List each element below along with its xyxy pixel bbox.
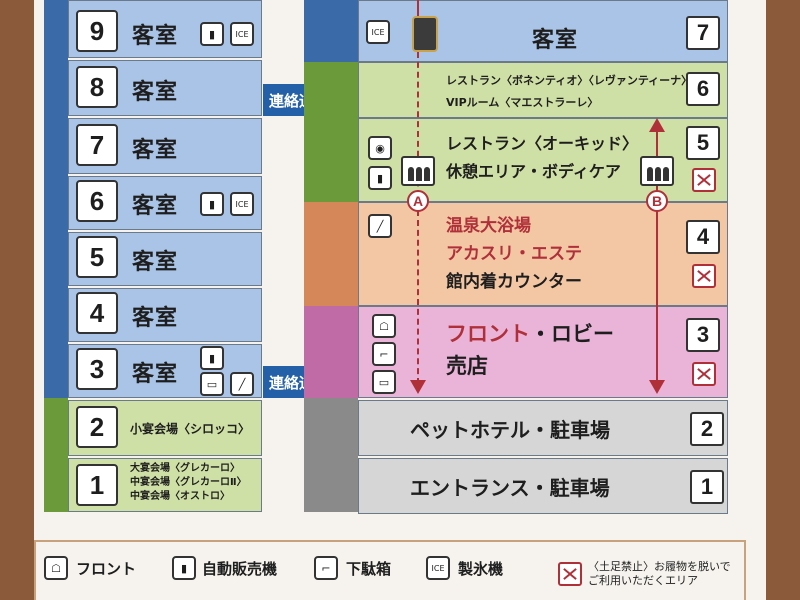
- floor-label-line: VIPルーム〈マエストラーレ〉: [446, 96, 599, 109]
- elevator-a-route: [417, 52, 419, 384]
- elevator-a-icon[interactable]: [401, 156, 435, 186]
- down-arrow-icon: [410, 380, 426, 394]
- ice-machine-icon: ICE: [230, 22, 254, 46]
- no-shoes-icon: [692, 168, 716, 192]
- floor-label-line: 休憩エリア・ボディケア: [446, 162, 621, 181]
- floor-label-line: レストラン〈ボネンティオ〉〈レヴァンティーナ〉: [446, 74, 693, 87]
- vending-machine-icon: ▮: [368, 166, 392, 190]
- floor-label: 客室: [132, 250, 179, 275]
- floor-number: 5: [686, 126, 720, 160]
- vending-machine-icon: ▮: [200, 346, 224, 370]
- floor-label: 小宴会場〈シロッコ〉: [130, 422, 251, 436]
- right-floor-1[interactable]: [358, 458, 728, 514]
- no-shoes-icon: [558, 562, 582, 586]
- right-tower-side: [304, 202, 358, 306]
- legend-note: 〈土足禁止〉お履物を脱いで ご利用いただくエリア: [588, 560, 731, 588]
- floor-label-line: 中宴会場〈オストロ〉: [130, 491, 230, 502]
- floor-label-line: 温泉大浴場: [446, 216, 531, 236]
- right-floor-2[interactable]: [358, 400, 728, 456]
- floor-number: 1: [690, 470, 724, 504]
- lobby-label: ・ロビー: [530, 322, 614, 346]
- floor-label: 客室: [532, 28, 579, 53]
- floor-number: 2: [690, 412, 724, 446]
- floor-number: 6: [76, 180, 118, 222]
- floor-label-list: レストラン〈ボネンティオ〉〈レヴァンティーナ〉 VIPルーム〈マエストラーレ〉: [446, 70, 692, 114]
- floor-label: 客室: [132, 194, 179, 219]
- floor-label-line: 売店: [446, 354, 488, 378]
- elevator-a-badge: A: [407, 190, 429, 212]
- floor-number: 7: [76, 124, 118, 166]
- elevator-b-route: [656, 130, 658, 382]
- smoking-area-icon: ╱: [230, 372, 254, 396]
- right-tower-side: [304, 306, 358, 398]
- phone-icon: [412, 16, 438, 52]
- ice-machine-icon: ICE: [230, 192, 254, 216]
- floor-label-line: レストラン〈オーキッド〉: [446, 134, 639, 153]
- front-label: フロント: [446, 322, 530, 346]
- floor-number: 3: [686, 318, 720, 352]
- floor-label: 客室: [132, 306, 179, 331]
- right-floor-6[interactable]: [358, 62, 728, 118]
- floor-number: 4: [76, 292, 118, 334]
- floor-label: 客室: [132, 138, 179, 163]
- floor-number: 4: [686, 220, 720, 254]
- shoe-locker-icon: ⌐: [314, 556, 338, 580]
- floor-label: 客室: [132, 362, 179, 387]
- floor-label-list: フロント・ロビー 売店: [446, 318, 614, 382]
- left-tower-side-lower: [44, 398, 68, 512]
- floor-label: エントランス・駐車場: [410, 476, 610, 500]
- floor-label: 客室: [132, 80, 179, 105]
- right-tower-side: [304, 62, 358, 202]
- vending-machine-icon: ▮: [172, 556, 196, 580]
- legend-label: 製氷機: [458, 560, 504, 578]
- floor-label: ペットホテル・駐車場: [410, 418, 610, 442]
- microwave-icon: ▭: [372, 370, 396, 394]
- floor-label-line: 大宴会場〈グレカーロ〉: [130, 463, 240, 474]
- vending-machine-icon: ▮: [200, 22, 224, 46]
- floor-label-line: 館内着カウンター: [446, 272, 582, 292]
- restaurant-icon: ◉: [368, 136, 392, 160]
- legend-label: 自動販売機: [202, 560, 278, 578]
- floor-label-list: 大宴会場〈グレカーロ〉 中宴会場〈グレカーロⅡ〉 中宴会場〈オストロ〉: [130, 462, 247, 504]
- floor-label-list: レストラン〈オーキッド〉 休憩エリア・ボディケア: [446, 130, 638, 186]
- floor-number: 5: [76, 236, 118, 278]
- legend-note-line: ご利用いただくエリア: [588, 574, 698, 587]
- wall-frame-right: [766, 0, 800, 600]
- down-arrow-icon: [649, 380, 665, 394]
- elevator-a-line: [417, 0, 419, 16]
- legend-box: [34, 540, 746, 600]
- floor-number: 2: [76, 406, 118, 448]
- floor-number: 3: [76, 348, 118, 390]
- elevator-b-icon[interactable]: [640, 156, 674, 186]
- shoe-locker-icon: ⌐: [372, 342, 396, 366]
- floor-number: 8: [76, 66, 118, 108]
- wall-frame-left: [0, 0, 34, 600]
- ice-machine-icon: ICE: [426, 556, 450, 580]
- floor-number: 7: [686, 16, 720, 50]
- floor-number: 6: [686, 72, 720, 106]
- legend-note-line: 〈土足禁止〉お履物を脱いで: [588, 560, 731, 573]
- legend-label: フロント: [76, 560, 137, 578]
- floor-label: 客室: [132, 24, 179, 49]
- floor-number: 1: [76, 464, 118, 506]
- legend-label: 下駄箱: [346, 560, 392, 578]
- right-tower-side: [304, 398, 358, 512]
- no-shoes-icon: [692, 362, 716, 386]
- smoking-area-icon: ╱: [368, 214, 392, 238]
- floor-label-list: 温泉大浴場 アカスリ・エステ 館内着カウンター: [446, 212, 582, 296]
- up-arrow-icon: [649, 118, 665, 132]
- front-desk-icon: ☖: [372, 314, 396, 338]
- no-shoes-icon: [692, 264, 716, 288]
- ice-machine-icon: ICE: [366, 20, 390, 44]
- floor-label-line: アカスリ・エステ: [446, 244, 582, 264]
- vending-machine-icon: ▮: [200, 192, 224, 216]
- microwave-icon: ▭: [200, 372, 224, 396]
- left-tower-side: [44, 0, 68, 398]
- floor-number: 9: [76, 10, 118, 52]
- elevator-b-badge: B: [646, 190, 668, 212]
- floor-label-line: 中宴会場〈グレカーロⅡ〉: [130, 477, 247, 488]
- right-floor-4[interactable]: [358, 202, 728, 306]
- front-desk-icon: ☖: [44, 556, 68, 580]
- right-tower-side: [304, 0, 358, 62]
